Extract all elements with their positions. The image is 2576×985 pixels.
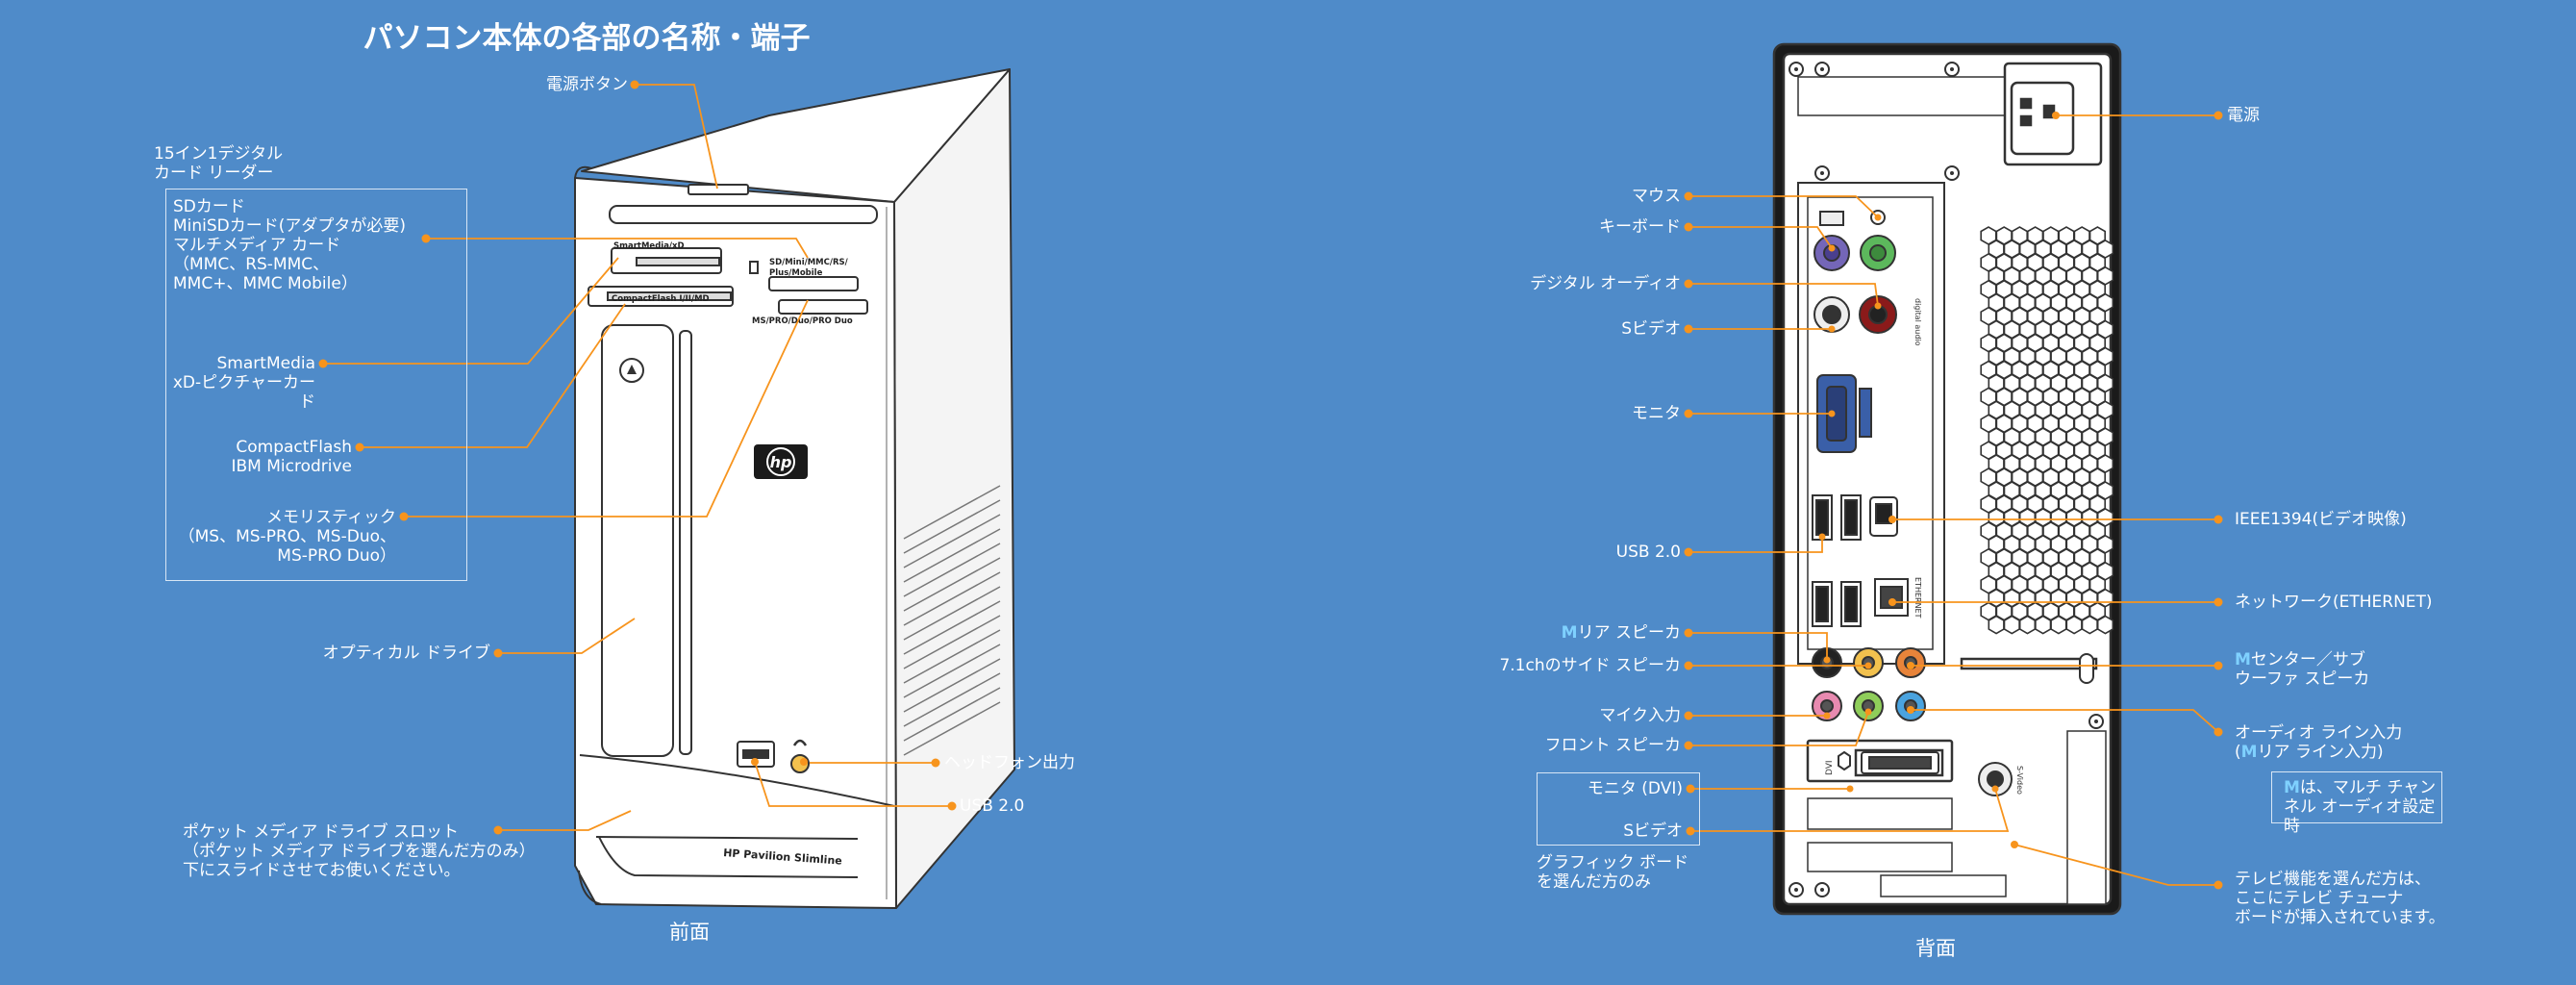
back-caption: 背面 [1915, 937, 1956, 960]
vent-hole [2050, 615, 2067, 635]
line-in-label: オーディオ ライン入力 [2235, 723, 2403, 743]
power-label: 電源 [2227, 106, 2260, 125]
front-tower-vents [903, 485, 1001, 756]
line-in-alt-open: ( [2235, 743, 2241, 762]
headphone-label: ヘッドフォン出力 [944, 753, 1075, 772]
graphics-note: グラフィック ボード を選んだ方のみ [1537, 853, 1689, 892]
back-tower-holes [1788, 62, 2104, 897]
slot-label-smartmedia: SmartMedia/xD [613, 241, 685, 251]
power-button-label: 電源ボタン [546, 75, 628, 94]
network-label: ネットワーク(ETHERNET) [2235, 593, 2433, 612]
memorystick-label: メモリスティック （MS、MS-PRO、MS-Duo、 MS-PRO Duo） [178, 508, 396, 566]
back-usb-label: USB 2.0 [1615, 543, 1681, 562]
back-ports [1812, 210, 2013, 796]
slot-label-sd-2: Plus/Mobile [769, 268, 823, 278]
back-leader-dots [1684, 111, 2223, 890]
mouse-label: マウス [1632, 187, 1681, 206]
dvi-port-label: DVI [1825, 760, 1835, 775]
vent-hole [2018, 615, 2037, 635]
front-speaker-label: フロント スピーカ [1544, 736, 1681, 755]
rear-speaker-mark: M [1561, 623, 1578, 643]
ieee1394-label: IEEE1394(ビデオ映像) [2235, 510, 2407, 529]
front-usb-label: USB 2.0 [960, 796, 1025, 816]
slot-label-sd: SD/Mini/MMC/RS/ [769, 258, 849, 267]
svideo-port-label: S-Video [2015, 766, 2024, 795]
page-title: パソコン本体の各部の名称・端子 [363, 21, 811, 56]
svideo2-label: Sビデオ [1623, 821, 1683, 841]
slot-label-memorystick: MS/PRO/Duo/PRO Duo [752, 316, 853, 326]
ventilation-grille [1980, 226, 2114, 635]
front-caption: 前面 [669, 921, 710, 944]
side-speaker-label: 7.1chのサイド スピーカ [1499, 656, 1681, 675]
ethernet-port-label: ETHERNET [1913, 577, 1922, 619]
sd-cards-label: SDカード MiniSDカード(アダプタが必要) マルチメディア カード （MM… [173, 197, 407, 293]
hp-logo-ring [766, 447, 795, 476]
vent-hole [2065, 615, 2083, 635]
rear-speaker-text: リア スピーカ [1577, 623, 1681, 643]
line-in-alt-mark: M [2240, 743, 2258, 762]
digital-audio-label: デジタル オーディオ [1530, 274, 1681, 293]
front-box-leaders [323, 363, 493, 448]
monitor-dvi-label: モニタ (DVI) [1587, 779, 1683, 798]
vent-hole [2081, 615, 2098, 635]
svideo-label: Sビデオ [1621, 319, 1681, 339]
line-in-alt-label: (Mリア ライン入力) [2235, 743, 2384, 762]
front-tower [574, 68, 1015, 909]
pocket-slot-label: ポケット メディア ドライブ スロット （ポケット メディア ドライブを選んだ方… [183, 822, 536, 880]
slot-label-compactflash: CompactFlash I/II/MD [612, 294, 710, 304]
graphics-board-box [1537, 772, 1700, 846]
center-sub-label: Mセンター／サブ ウーファ スピーカ [2235, 650, 2369, 689]
vent-hole [1988, 615, 2005, 635]
center-sub-text: センター／サブ ウーファ スピーカ [2235, 650, 2370, 689]
front-panel-details [578, 184, 895, 905]
compactflash-label: CompactFlash IBM Microdrive [231, 438, 352, 476]
vent-hole [2096, 615, 2114, 635]
monitor-label: モニタ [1632, 404, 1681, 423]
optical-drive-label: オプティカル ドライブ [322, 644, 490, 663]
m-note-text: は、マルチ チャンネル オーディオ設定時 [2284, 778, 2437, 836]
card-reader-box [165, 189, 467, 581]
smartmedia-label: SmartMedia xD-ピクチャーカード [172, 354, 315, 412]
vent-hole [2035, 615, 2052, 635]
card-reader-title: 15イン1デジタル カード リーダー [154, 144, 284, 183]
rear-speaker-label: Mリア スピーカ [1394, 623, 1681, 643]
line-in-alt-text: リア ライン入力) [2257, 743, 2384, 762]
tv-tuner-label: テレビ機能を選んだ方は、 ここにテレビ チューナ ボードが挿入されています。 [2235, 870, 2445, 927]
front-leader-lines [404, 84, 952, 831]
front-leader-dots [318, 80, 957, 835]
center-mark: M [2235, 650, 2251, 669]
m-note-mark: M [2284, 778, 2300, 797]
keyboard-label: キーボード [1599, 217, 1681, 237]
mic-label: マイク入力 [1599, 706, 1681, 725]
hp-logo-text: hp [770, 453, 792, 471]
digital-audio-port-label: digital audio [1913, 298, 1922, 346]
back-leader-lines [1688, 114, 2219, 886]
vent-hole [2003, 615, 2020, 635]
hp-logo [754, 444, 808, 479]
m-note-box: Mは、マルチ チャンネル オーディオ設定時 [2271, 771, 2442, 836]
